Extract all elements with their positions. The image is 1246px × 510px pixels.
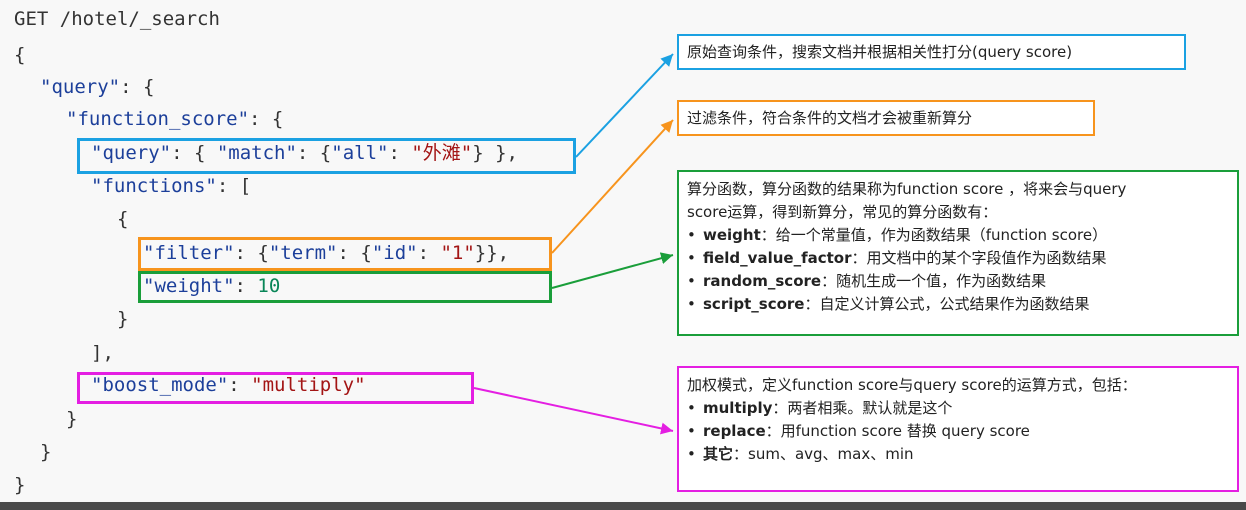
boost-mode-key: "boost_mode" — [91, 374, 229, 396]
boost-mode-highlight-box — [77, 372, 474, 404]
brace: } — [117, 308, 129, 330]
function-item-random-score: • random_score：随机生成一个值，作为函数结果 — [687, 270, 1229, 293]
function-term: field_value_factor — [703, 249, 852, 267]
function-item-field-value-factor: • field_value_factor：用文档中的某个字段值作为函数结果 — [687, 247, 1229, 270]
match-value: "外滩" — [411, 142, 473, 164]
weight-value: 10 — [257, 275, 281, 297]
punctuation: : [ — [216, 175, 252, 197]
punctuation: : — [417, 242, 441, 264]
bullet-icon: • — [687, 272, 696, 290]
code-line-query-close: } — [40, 439, 51, 466]
match-key: "match" — [216, 142, 297, 164]
filter-text: 过滤条件，符合条件的文档才会被重新算分 — [687, 109, 973, 127]
code-line-function-score: "function_score": { — [66, 106, 283, 133]
function-term: weight — [703, 226, 761, 244]
weight-highlight-box — [138, 271, 552, 303]
original-query-text: 原始查询条件，搜索文档并根据相关性打分(query score) — [687, 43, 1073, 61]
inner-query-key: "query" — [91, 142, 172, 164]
code-line-filter: "filter": {"term": {"id": "1"}}, — [143, 240, 509, 267]
punctuation: : — [234, 275, 258, 297]
functions-intro-line-2: score运算，得到新算分，常见的算分函数有： — [687, 203, 998, 221]
code-line-inner-query: "query": { "match": {"all": "外滩"} }, — [91, 140, 518, 167]
boost-mode-item-replace: • replace：用function score 替换 query score — [687, 420, 1229, 443]
function-term: random_score — [703, 272, 822, 290]
bracket: ], — [91, 342, 114, 364]
punctuation: : { — [120, 76, 155, 98]
punctuation: : { — [171, 142, 217, 164]
function-score-key: "function_score" — [66, 108, 250, 130]
brace: } — [14, 474, 26, 496]
functions-note: 算分函数，算分函数的结果称为function score ，将来会与query … — [677, 170, 1239, 336]
brace: } — [40, 441, 52, 463]
bullet-icon: • — [687, 295, 696, 313]
mode-desc: ：sum、avg、max、min — [733, 445, 914, 463]
code-line-function-open: { — [117, 206, 128, 233]
boost-mode-item-other: • 其它：sum、avg、max、min — [687, 443, 1229, 466]
code-line-function-close: } — [117, 306, 128, 333]
bullet-icon: • — [687, 249, 696, 267]
function-desc: ：用文档中的某个字段值作为函数结果 — [851, 249, 1107, 267]
brace: { — [117, 208, 129, 230]
code-line-open-brace: { — [14, 42, 25, 69]
request-line: GET /hotel/_search — [14, 8, 220, 30]
function-term: script_score — [703, 295, 805, 313]
code-line-boost-mode: "boost_mode": "multiply" — [91, 372, 366, 399]
function-item-weight: • weight：给一个常量值，作为函数结果（function score） — [687, 224, 1229, 247]
filter-highlight-box — [138, 237, 552, 271]
all-key: "all" — [331, 142, 389, 164]
functions-intro-line-1: 算分函数，算分函数的结果称为function score ，将来会与query — [687, 180, 1127, 198]
filter-key: "filter" — [143, 242, 235, 264]
original-query-note: 原始查询条件，搜索文档并根据相关性打分(query score) — [677, 34, 1186, 70]
code-line-request: GET /hotel/_search — [14, 6, 220, 33]
code-line-function-score-close: } — [66, 406, 77, 433]
bullet-icon: • — [687, 399, 696, 417]
punctuation: } }, — [472, 142, 518, 164]
punctuation: : — [388, 142, 412, 164]
punctuation: : { — [296, 142, 332, 164]
punctuation: : { — [337, 242, 372, 264]
mode-desc: ：两者相乘。默认就是这个 — [772, 399, 953, 417]
punctuation: : { — [234, 242, 269, 264]
query-key: "query" — [40, 76, 121, 98]
function-item-script-score: • script_score：自定义计算公式，公式结果作为函数结果 — [687, 293, 1229, 316]
query-highlight-box — [77, 138, 576, 174]
boost-mode-item-multiply: • multiply：两者相乘。默认就是这个 — [687, 397, 1229, 420]
function-desc: ：自定义计算公式，公式结果作为函数结果 — [804, 295, 1090, 313]
code-line-root-close: } — [14, 472, 25, 499]
mode-term: replace — [703, 422, 766, 440]
boost-mode-note: 加权模式，定义function score与query score的运算方式，包… — [677, 366, 1239, 492]
bullet-icon: • — [687, 226, 696, 244]
code-line-functions-close: ], — [91, 340, 114, 367]
boost-mode-value: "multiply" — [251, 374, 366, 396]
brace: } — [66, 408, 78, 430]
id-value: "1" — [440, 242, 475, 264]
function-desc: ：随机生成一个值，作为函数结果 — [821, 272, 1047, 290]
function-desc: ：给一个常量值，作为函数结果（function score） — [760, 226, 1108, 244]
weight-key: "weight" — [143, 275, 235, 297]
functions-key: "functions" — [91, 175, 217, 197]
bullet-icon: • — [687, 445, 696, 463]
code-line-functions: "functions": [ — [91, 173, 251, 200]
bullet-icon: • — [687, 422, 696, 440]
punctuation: : { — [249, 108, 284, 130]
mode-term: multiply — [703, 399, 773, 417]
punctuation: }}, — [474, 242, 510, 264]
boost-mode-intro: 加权模式，定义function score与query score的运算方式，包… — [687, 376, 1137, 394]
code-block: GET /hotel/_search { "query": { "functio… — [14, 6, 518, 499]
filter-note: 过滤条件，符合条件的文档才会被重新算分 — [677, 100, 1095, 136]
open-brace: { — [14, 44, 26, 66]
mode-desc: ：用function score 替换 query score — [765, 422, 1030, 440]
code-line-query: "query": { — [40, 74, 154, 101]
code-line-weight: "weight": 10 — [143, 273, 280, 300]
term-key: "term" — [268, 242, 338, 264]
mode-term: 其它 — [703, 445, 734, 463]
bottom-bar — [0, 502, 1246, 510]
punctuation: : — [228, 374, 252, 396]
id-key: "id" — [371, 242, 418, 264]
